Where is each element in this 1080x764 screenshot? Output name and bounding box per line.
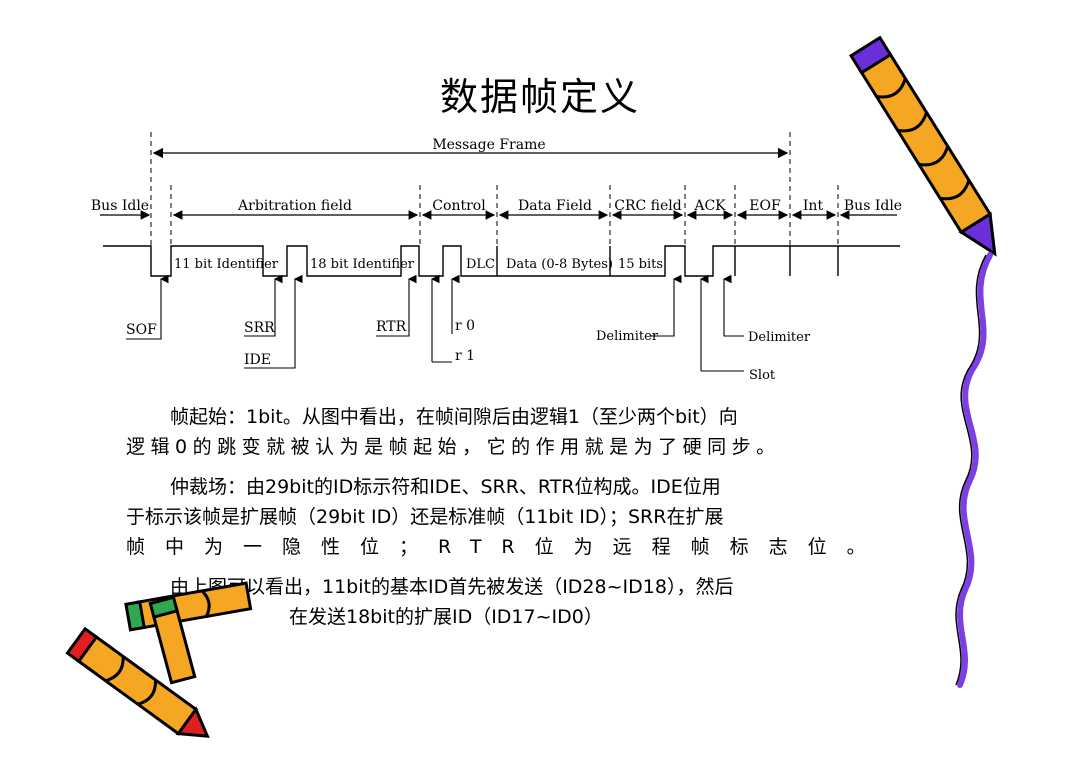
label-sof: SOF xyxy=(126,322,157,338)
paragraph-line: 帧中为一隐性位；RTR位为远程帧标志位。 xyxy=(126,536,886,558)
field-bus-idle-left: Bus Idle xyxy=(91,198,149,214)
paragraph-line: 仲裁场：由29bit的ID标示符和IDE、SRR、RTR位构成。IDE位用 xyxy=(170,476,721,498)
field-dividers xyxy=(150,132,839,246)
paragraph-line: 帧起始：1bit。从图中看出，在帧间隙后由逻辑1（至少两个bit）向 xyxy=(170,406,738,428)
paragraph-line: 于标示该帧是扩展帧（29bit ID）还是标准帧（11bit ID）；SRR在扩… xyxy=(126,506,724,528)
field-ack: ACK xyxy=(693,198,726,214)
field-int: Int xyxy=(803,198,824,214)
box-11bit-identifier: 11 bit Identifier xyxy=(174,257,279,272)
can-waveform xyxy=(103,245,900,277)
field-data: Data Field xyxy=(518,198,592,214)
paragraph-sof: 帧起始：1bit。从图中看出，在帧间隙后由逻辑1（至少两个bit）向 逻辑0的跳… xyxy=(126,402,866,462)
can-data-frame-diagram: Message Frame Bus Idle Arbitration field… xyxy=(91,132,902,383)
label-slot: Slot xyxy=(749,368,776,383)
label-delimiter-ack: Delimiter xyxy=(748,330,811,345)
box-dlc: DLC xyxy=(466,257,495,272)
paragraph-line: 在发送18bit的扩展ID（ID17~ID0） xyxy=(289,606,603,628)
label-ide: IDE xyxy=(244,352,271,368)
slide-title: 数据帧定义 xyxy=(439,75,640,119)
box-data: Data (0-8 Bytes) xyxy=(506,257,613,272)
field-control: Control xyxy=(432,198,486,214)
field-bus-idle-right: Bus Idle xyxy=(844,198,902,214)
field-eof: EOF xyxy=(749,198,781,214)
box-crc-bits: 15 bits xyxy=(618,257,663,272)
label-srr: SRR xyxy=(244,320,275,336)
paragraph-arbitration: 仲裁场：由29bit的ID标示符和IDE、SRR、RTR位构成。IDE位用 于标… xyxy=(126,472,866,562)
paragraph-line: 由上图可以看出，11bit的基本ID首先被发送（ID28~ID18），然后 xyxy=(170,576,734,598)
label-delimiter-crc: Delimiter xyxy=(596,329,659,344)
message-frame-label: Message Frame xyxy=(432,137,545,153)
box-18bit-identifier: 18 bit Identifier xyxy=(310,257,415,272)
field-arbitration: Arbitration field xyxy=(237,198,352,214)
field-crc: CRC field xyxy=(614,198,682,214)
label-r1: r 1 xyxy=(455,348,475,364)
paragraph-line: 逻辑0的跳变就被认为是帧起始，它的作用就是为了硬同步。 xyxy=(126,436,781,458)
paragraph-id-order: 由上图可以看出，11bit的基本ID首先被发送（ID28~ID18），然后 在发… xyxy=(126,572,866,632)
label-r0: r 0 xyxy=(455,318,475,334)
label-rtr: RTR xyxy=(376,319,407,335)
